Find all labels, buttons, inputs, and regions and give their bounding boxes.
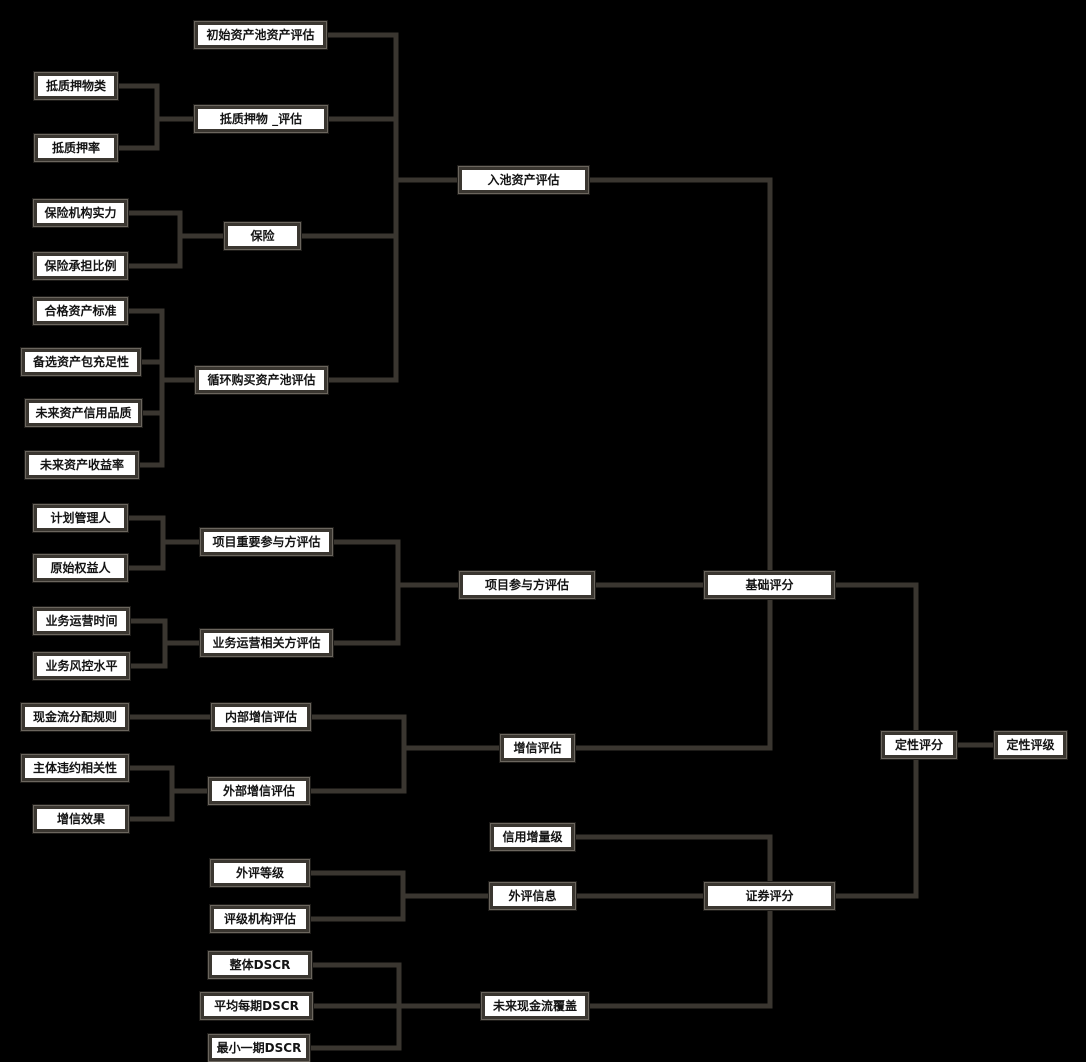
edge-init-pool (326, 32, 399, 180)
node-avg-dscr: 平均每期DSCR (200, 992, 313, 1020)
edge-enh-level (574, 834, 773, 896)
edge-base-to-qual (834, 582, 919, 745)
node-future-yield: 未来资产收益率 (25, 451, 139, 479)
edge-revolving-group (127, 308, 165, 468)
edge-collateral-type (117, 83, 160, 151)
node-insurance: 保险 (224, 222, 301, 250)
node-default-correlation: 主体违约相关性 (21, 754, 129, 782)
node-ops-party-eval: 业务运营相关方评估 (200, 629, 333, 657)
node-external-info: 外评信息 (489, 882, 576, 910)
node-cashflow-coverage: 未来现金流覆盖 (481, 992, 589, 1020)
edge-revolving (327, 180, 399, 383)
edge-ext-group (309, 870, 406, 922)
edge-ops (129, 618, 168, 669)
edge-cover-to-security (588, 896, 773, 1009)
node-future-credit: 未来资产信用品质 (25, 399, 142, 427)
edge-party-group (332, 539, 401, 646)
node-agency-eval: 评级机构评估 (210, 905, 310, 933)
node-backup-sufficiency: 备选资产包充足性 (21, 348, 141, 376)
node-credit-enh-level: 信用增量级 (490, 823, 575, 851)
node-external-enh-eval: 外部增信评估 (208, 777, 310, 805)
node-total-dscr: 整体DSCR (208, 951, 312, 979)
node-internal-enh-eval: 内部增信评估 (211, 703, 311, 731)
node-collateral-rate: 抵质押率 (34, 134, 118, 162)
edge-default-corr (128, 765, 175, 822)
node-collateral-eval: 抵质押物 _评估 (194, 105, 328, 133)
node-external-grade: 外评等级 (210, 859, 310, 887)
node-insurer-strength: 保险机构实力 (33, 199, 128, 227)
node-enh-eval: 增信评估 (500, 734, 575, 762)
node-cashflow-rule: 现金流分配规则 (21, 703, 129, 731)
edge-insurer (127, 210, 183, 269)
node-original-owner: 原始权益人 (33, 554, 128, 582)
node-collateral-type: 抵质押物类 (34, 72, 118, 100)
node-key-party-eval: 项目重要参与方评估 (200, 528, 333, 556)
node-pool-asset-eval: 入池资产评估 (458, 166, 589, 194)
node-revolving-pool-eval: 循环购买资产池评估 (195, 366, 328, 394)
node-risk-control-level: 业务风控水平 (33, 652, 130, 680)
node-qual-score: 定性评分 (881, 731, 957, 759)
node-qual-rating: 定性评级 (994, 731, 1067, 759)
node-qualified-std: 合格资产标准 (33, 297, 128, 325)
node-base-score: 基础评分 (704, 571, 835, 599)
node-insurance-ratio: 保险承担比例 (33, 252, 128, 280)
node-party-eval: 项目参与方评估 (459, 571, 595, 599)
node-min-dscr: 最小一期DSCR (208, 1034, 310, 1062)
node-enh-effect: 增信效果 (33, 805, 129, 833)
node-init-pool-eval: 初始资产池资产评估 (194, 21, 327, 49)
edge-enh-to-base (574, 585, 773, 751)
edge-planner (127, 515, 166, 571)
edge-security-to-qual (834, 745, 919, 899)
edge-pool-to-base (588, 177, 773, 585)
edge-enh-group (309, 714, 407, 794)
node-plan-manager: 计划管理人 (33, 504, 128, 532)
node-ops-time: 业务运营时间 (33, 607, 130, 635)
node-security-score: 证券评分 (704, 882, 835, 910)
